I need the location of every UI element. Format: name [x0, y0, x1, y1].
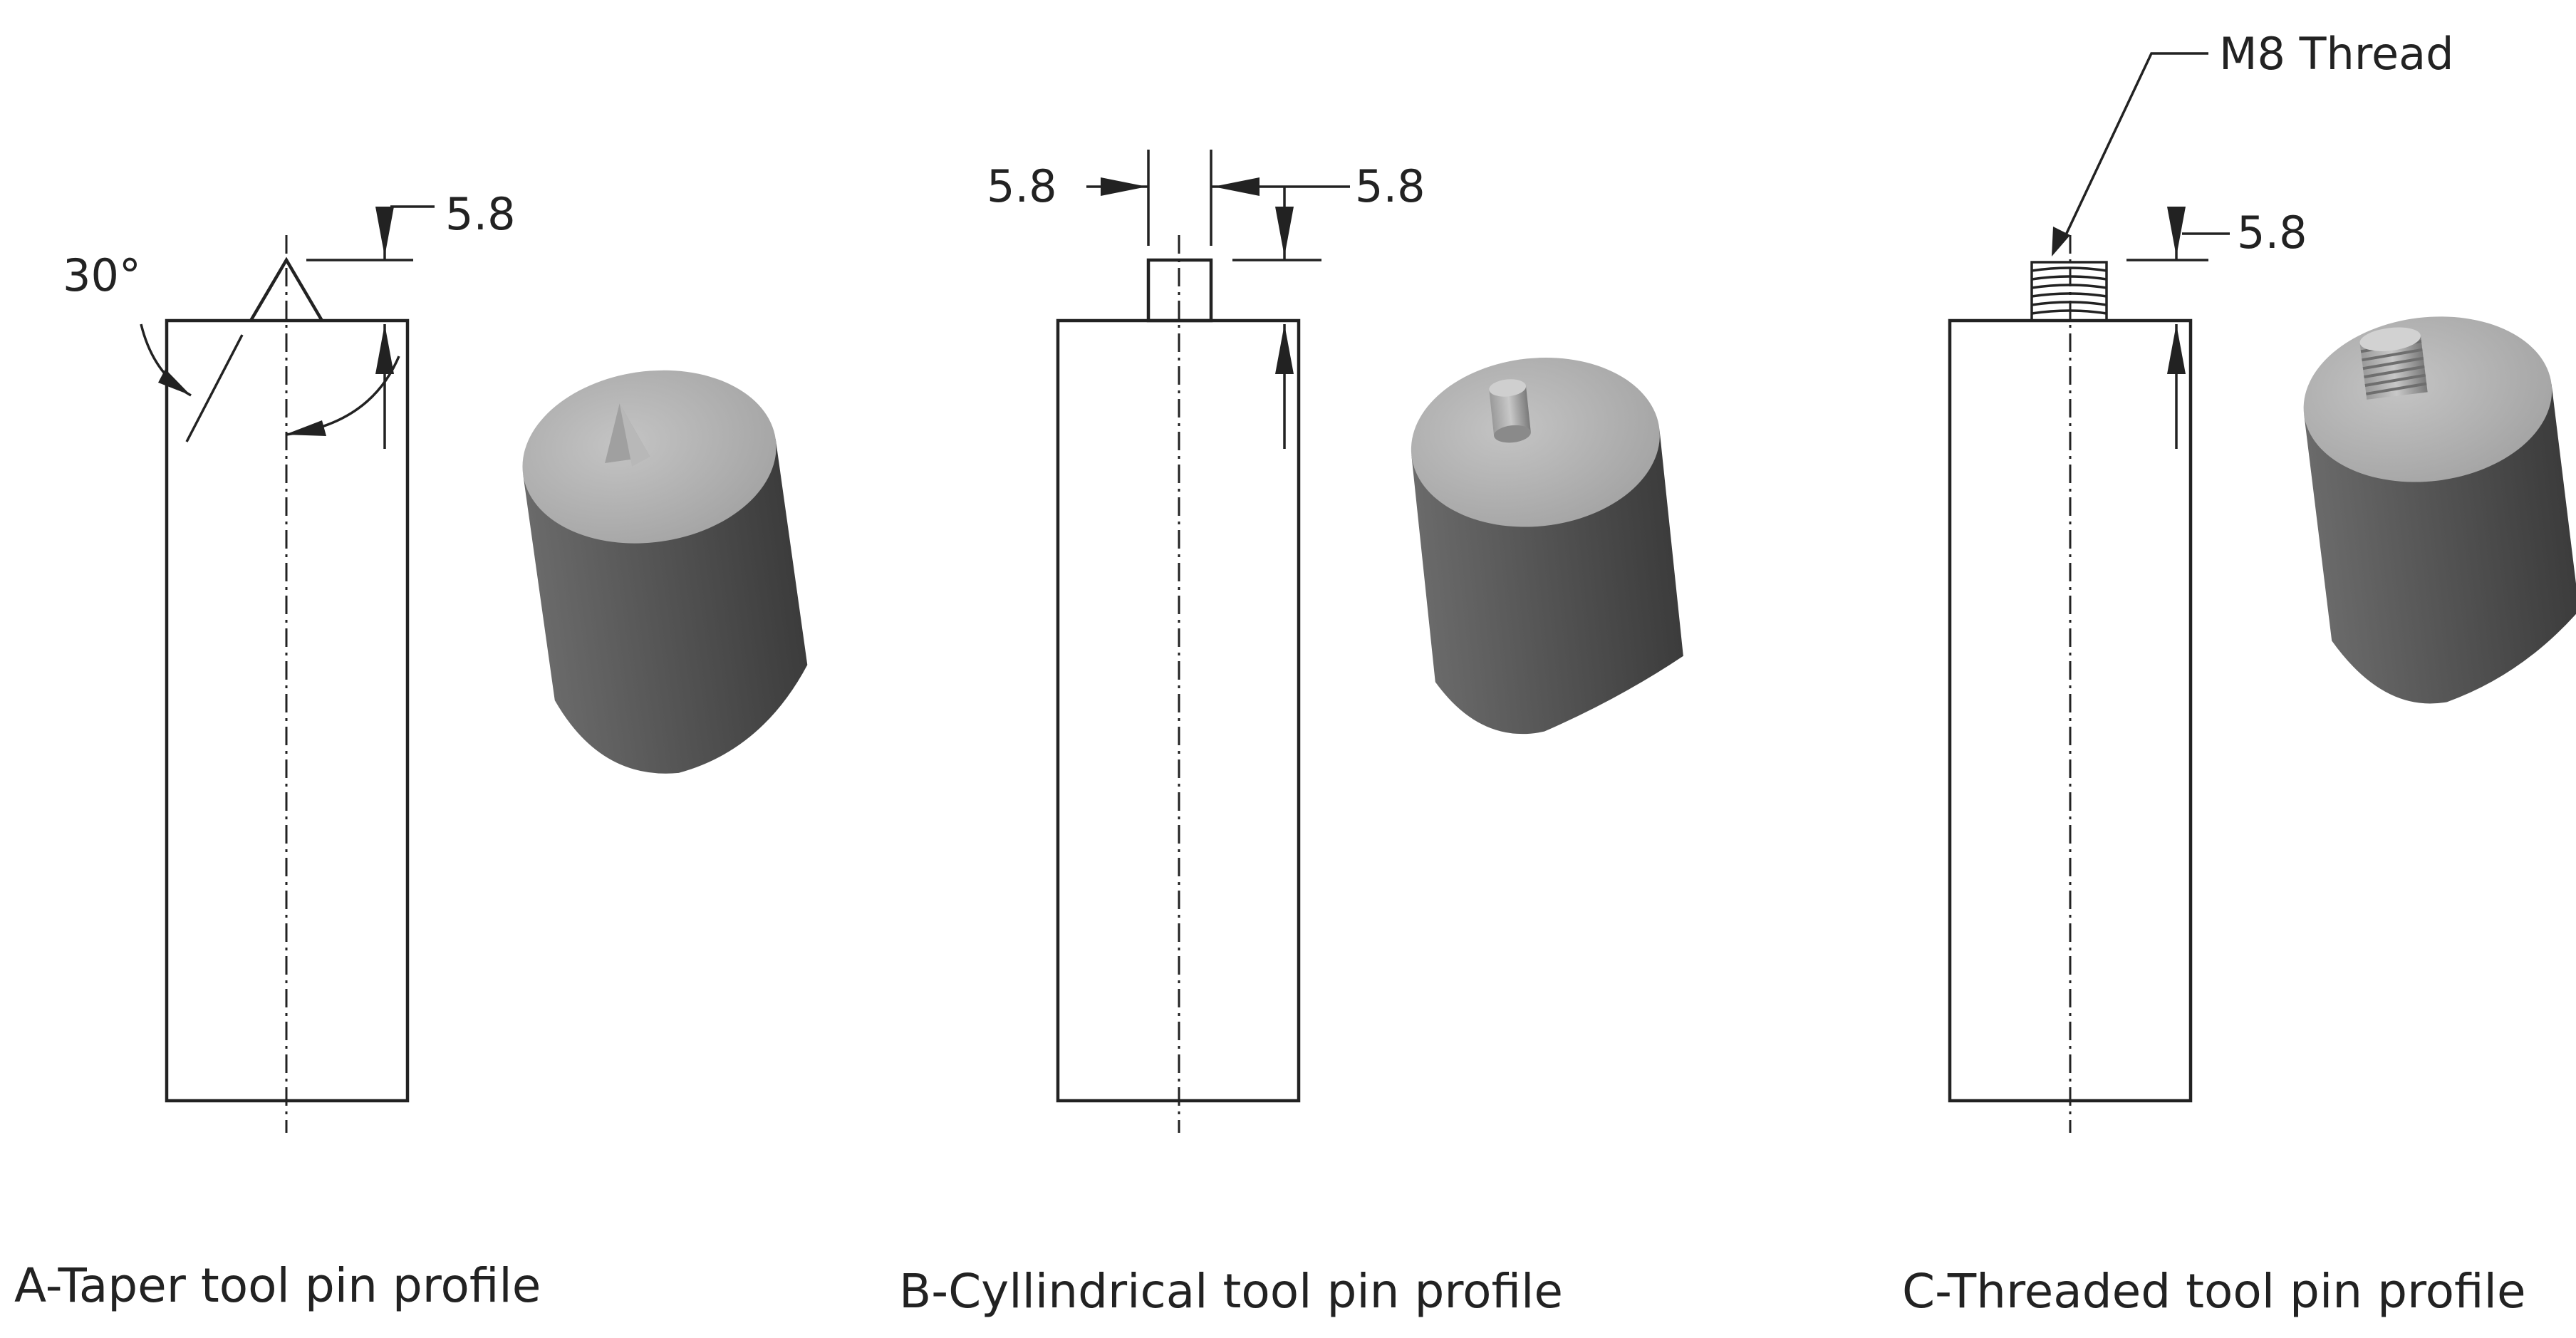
profile-c-threaded: M8 Thread 5.8 C-Threaded tool pin profil… — [1902, 28, 2576, 1319]
taper-height-label: 5.8 — [445, 188, 516, 240]
taper-angle-dimension: 30° — [63, 249, 400, 442]
profile-a-taper: 5.8 30° A-Taper tool pin profile — [14, 188, 808, 1313]
taper-angle-label: 30° — [63, 249, 141, 301]
cylindrical-diameter-dimension: 5.8 — [987, 150, 1350, 246]
cylindrical-diameter-label: 5.8 — [987, 160, 1057, 212]
threaded-caption: C-Threaded tool pin profile — [1902, 1264, 2526, 1319]
thread-leader: M8 Thread — [2052, 28, 2453, 256]
taper-height-dimension: 5.8 — [306, 188, 516, 449]
cylindrical-height-label: 5.8 — [1355, 160, 1425, 212]
taper-3d-model — [522, 370, 808, 774]
cylindrical-height-dimension: 5.8 — [1232, 160, 1425, 449]
threaded-height-dimension: 5.8 — [2126, 207, 2307, 449]
taper-caption: A-Taper tool pin profile — [14, 1258, 541, 1313]
threaded-height-label: 5.8 — [2237, 207, 2307, 259]
cylindrical-caption: B-Cyllindrical tool pin profile — [899, 1264, 1563, 1319]
profile-b-cylindrical: 5.8 5.8 B-Cyllindrical tool pin profile — [899, 150, 1683, 1319]
threaded-3d-model — [2303, 316, 2576, 704]
thread-label: M8 Thread — [2219, 28, 2453, 80]
cylindrical-3d-model — [1411, 357, 1683, 735]
